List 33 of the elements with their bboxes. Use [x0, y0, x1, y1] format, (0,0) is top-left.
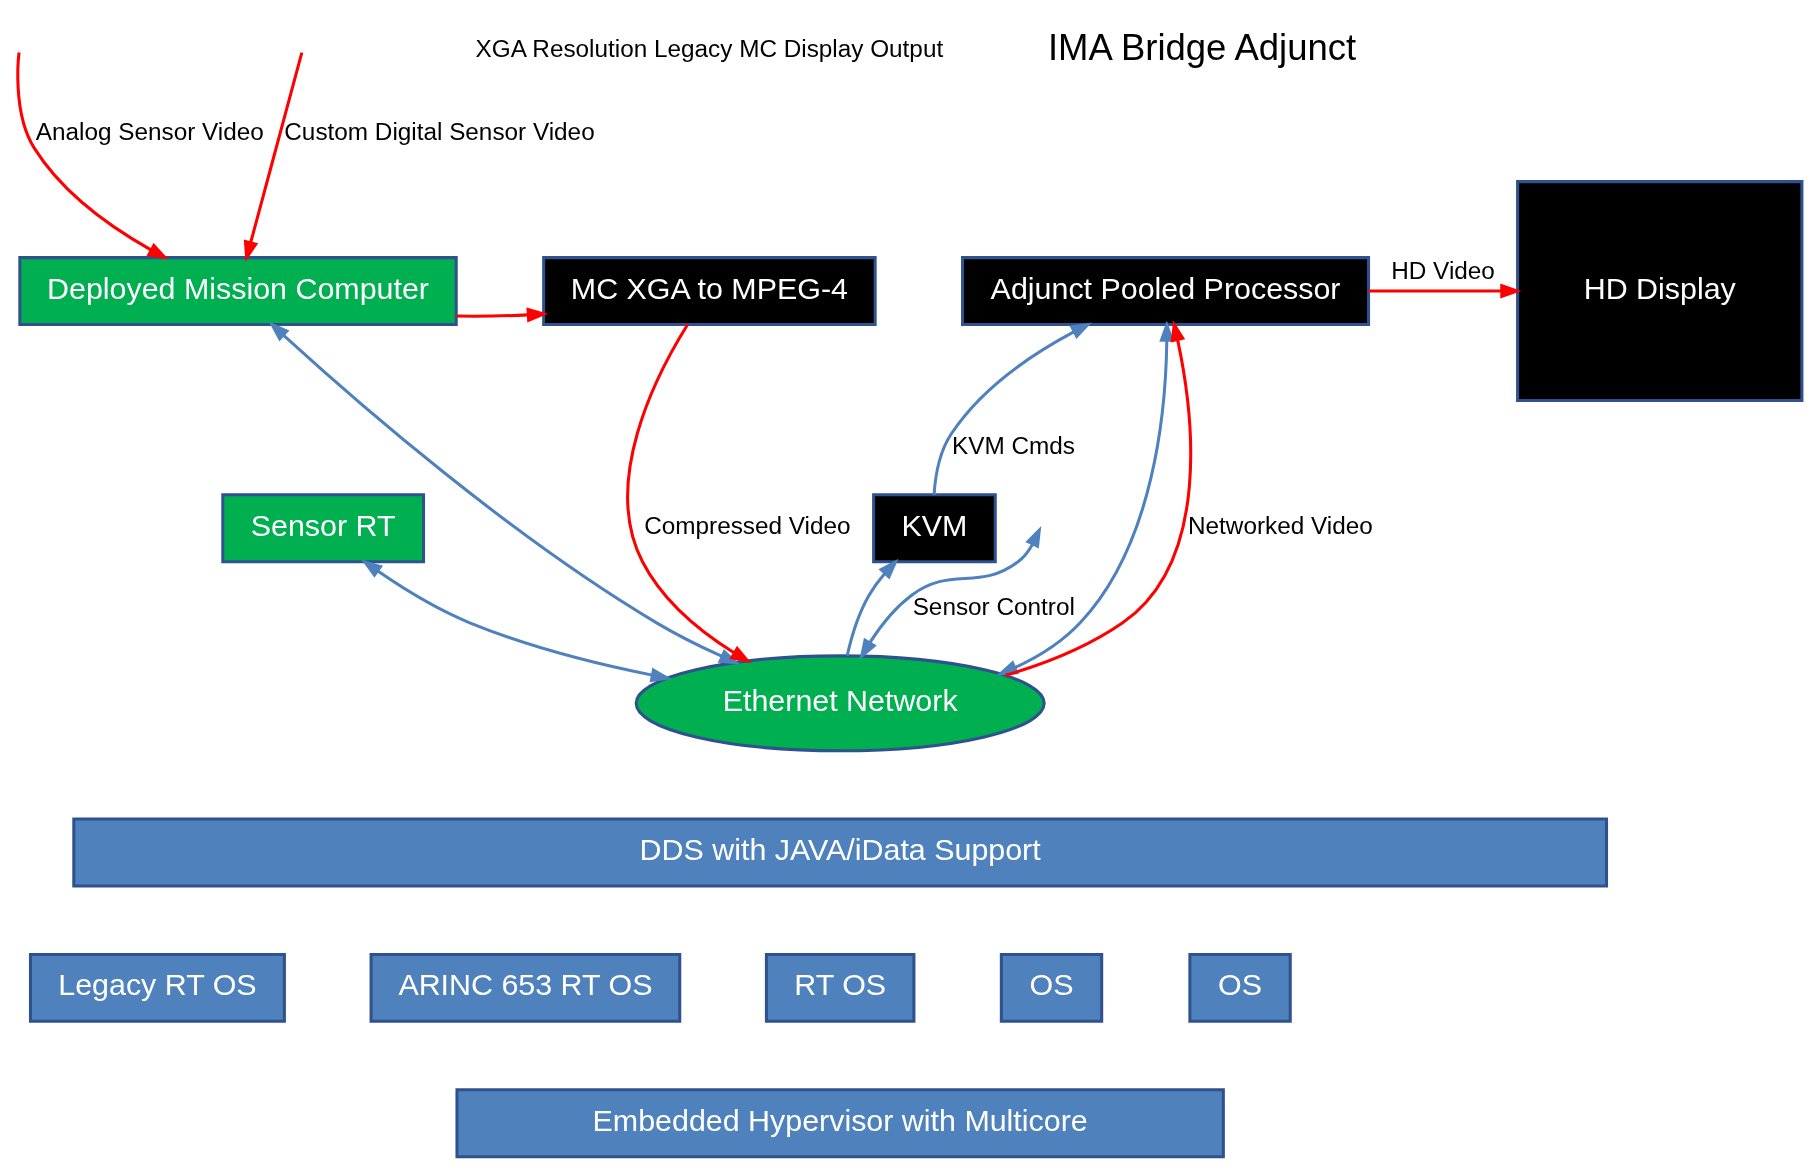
node-box: MC XGA to MPEG-4: [541, 256, 877, 327]
node-box: Deployed Mission Computer: [17, 256, 458, 327]
arrow: [1368, 283, 1522, 299]
arrow: [15, 52, 169, 260]
edge-label: Networked Video: [1187, 512, 1373, 540]
node-ellipse: Ethernet Network: [634, 654, 1046, 753]
edge-label: Sensor Control: [912, 592, 1075, 620]
edge-label: HD Video: [1390, 256, 1495, 284]
label: IMA Bridge Adjunct: [1047, 27, 1356, 69]
arrow: [858, 525, 1041, 660]
edge-label: Analog Sensor Video: [35, 118, 264, 146]
arrow: [456, 307, 548, 323]
arrow: [625, 323, 752, 664]
node-box: ARINC 653 RT OS: [369, 952, 681, 1023]
arrow: [932, 322, 1092, 495]
node-box: Embedded Hypervisor with Multicore: [454, 1088, 1225, 1159]
node-box: Adjunct Pooled Processor: [960, 256, 1370, 327]
node-box: KVM: [871, 493, 997, 564]
arrow: [268, 321, 740, 665]
node-box: OS: [999, 952, 1103, 1023]
node-box: RT OS: [764, 952, 915, 1023]
node-box: DDS with JAVA/iData Support: [71, 817, 1608, 888]
node-box: Sensor RT: [220, 493, 425, 564]
node-box: OS: [1187, 952, 1292, 1023]
node-box: HD Display: [1515, 180, 1803, 403]
label: XGA Resolution Legacy MC Display Output: [475, 34, 943, 62]
arrow: [360, 559, 672, 683]
arrow: [845, 558, 899, 657]
node-box: Legacy RT OS: [28, 952, 286, 1023]
arrow: [243, 52, 303, 262]
edge-label: Custom Digital Sensor Video: [283, 118, 595, 146]
edge-label: Compressed Video: [643, 512, 851, 540]
edge-label: KVM Cmds: [951, 431, 1075, 459]
